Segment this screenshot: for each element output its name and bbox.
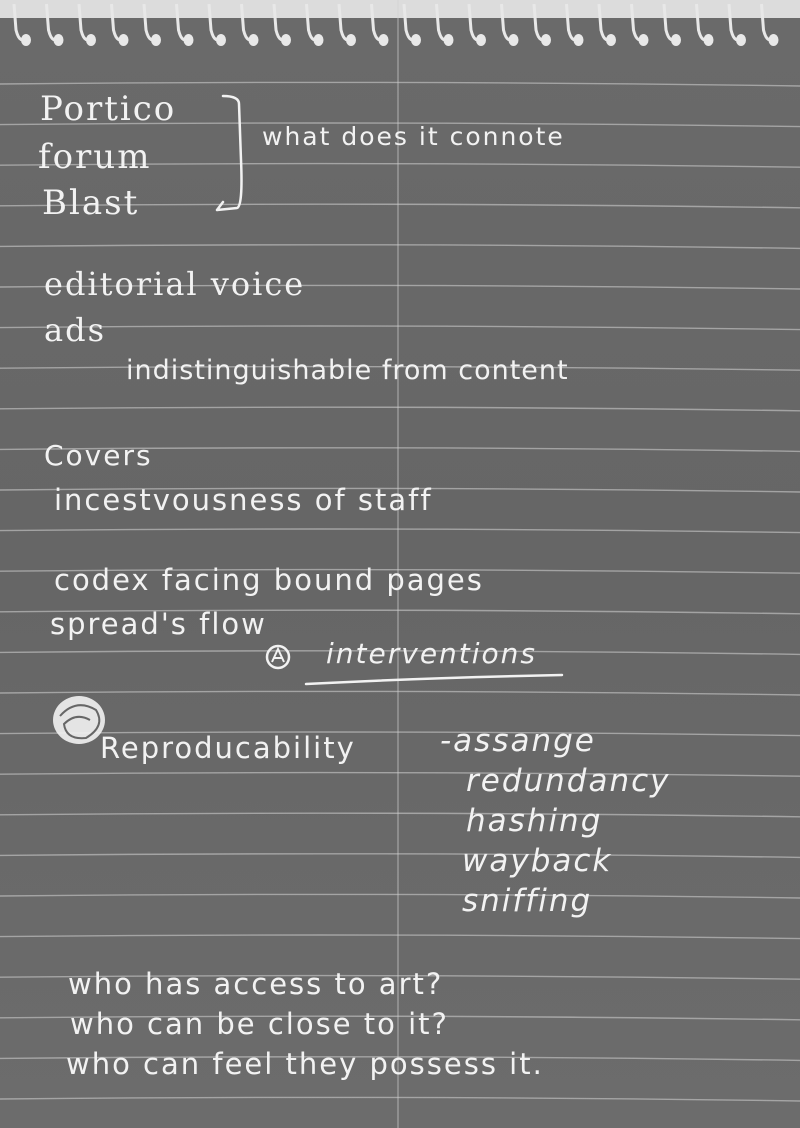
note-forum: forum (38, 137, 152, 177)
note-blast: Blast (42, 183, 140, 223)
note-list-wayback: wayback (462, 843, 613, 879)
note-question-3: who can feel they possess it. (66, 1047, 544, 1081)
note-incestuousness: incestvousness of staff (54, 483, 433, 517)
note-codex: codex facing bound pages (54, 563, 484, 597)
spiral-binding-icon (12, 3, 779, 46)
note-list-redundancy: redundancy (466, 763, 671, 799)
note-reproducability: Reproducability (100, 731, 356, 765)
note-question-2: who can be close to it? (70, 1007, 449, 1041)
note-list-assange: -assange (440, 723, 596, 759)
note-bracket: what does it connote (262, 122, 565, 151)
note-list-sniffing: sniffing (462, 883, 593, 919)
note-editorial: editorial voice (44, 265, 306, 303)
note-list-hashing: hashing (466, 803, 603, 839)
bracket-icon (215, 94, 243, 212)
page-fold-line (397, 0, 399, 1128)
note-interventions: interventions (326, 637, 538, 670)
circled-a-icon (265, 644, 291, 670)
note-ads: ads (44, 311, 106, 349)
note-indistinguishable: indistinguishable from content (126, 355, 569, 386)
note-spreads: spread's flow (50, 607, 267, 641)
underline-stroke (304, 673, 564, 686)
note-question-1: who has access to art? (68, 967, 444, 1001)
note-portico: Portico (40, 89, 177, 129)
note-covers: Covers (44, 439, 153, 472)
filled-scribble-icon (53, 696, 105, 744)
